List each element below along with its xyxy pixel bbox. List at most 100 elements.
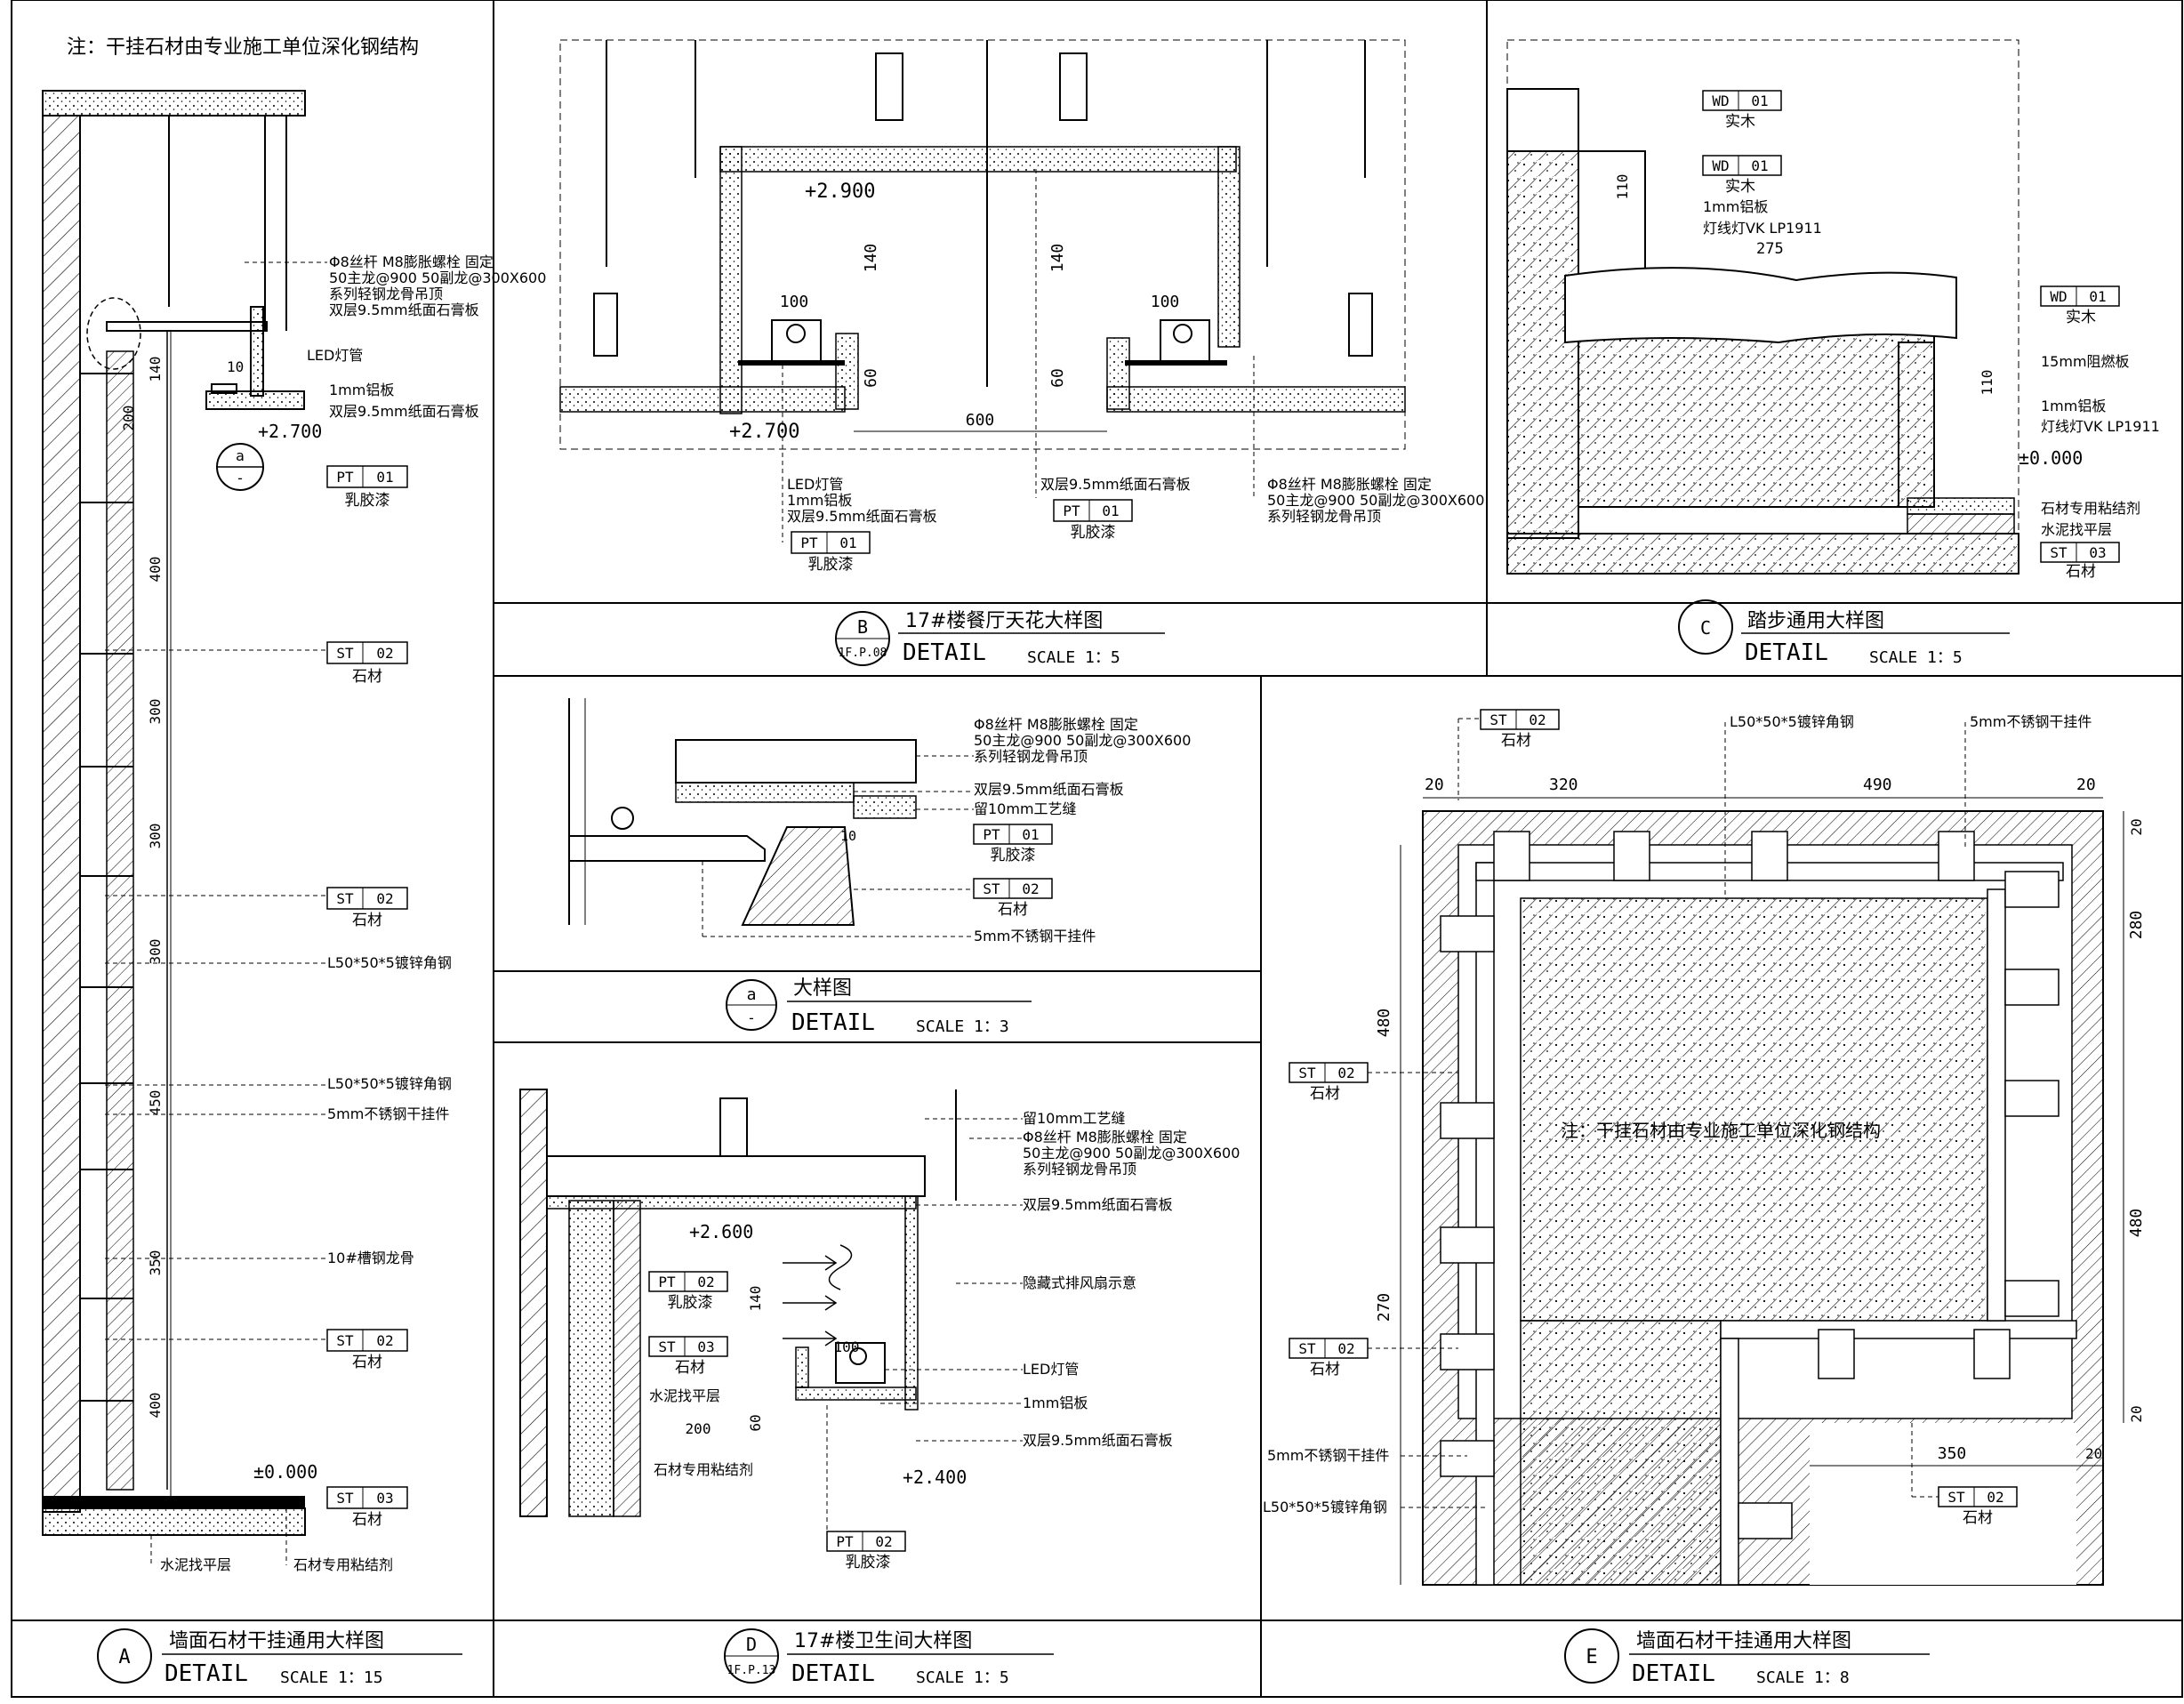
svg-text:480: 480 — [1375, 1009, 1393, 1038]
svg-text:20: 20 — [1425, 776, 1444, 794]
svg-text:400: 400 — [147, 1393, 164, 1419]
svg-text:280: 280 — [2127, 911, 2146, 940]
svg-text:17#楼餐厅天花大样图: 17#楼餐厅天花大样图 — [905, 610, 1103, 632]
svg-text:ST: ST — [983, 880, 1000, 897]
svg-text:01: 01 — [1102, 502, 1119, 519]
svg-text:石材: 石材 — [998, 901, 1028, 919]
svg-text:石材: 石材 — [352, 668, 382, 686]
svg-text:350: 350 — [147, 1250, 164, 1276]
svg-text:乳胶漆: 乳胶漆 — [668, 1294, 713, 1312]
svg-text:01: 01 — [2089, 288, 2106, 305]
svg-text:50主龙@900 50副龙@300X600: 50主龙@900 50副龙@300X600 — [329, 269, 546, 286]
svg-text:ST: ST — [336, 645, 354, 662]
svg-text:01: 01 — [1751, 157, 1768, 174]
svg-text:B: B — [857, 616, 868, 638]
panel-d-drawing: +2.600 +2.400 留10mm工艺缝 Φ8丝杆 M8膨胀螺栓 固定 50… — [519, 1089, 1240, 1571]
svg-text:SCALE 1：5: SCALE 1：5 — [916, 1668, 1009, 1687]
panel-d-tag-pt2: PT 02 乳胶漆 — [826, 1531, 906, 1571]
svg-text:DETAIL: DETAIL — [903, 639, 986, 666]
svg-text:400: 400 — [147, 557, 164, 583]
svg-text:SCALE 1：5: SCALE 1：5 — [1869, 648, 1963, 667]
svg-text:-: - — [747, 1009, 756, 1026]
svg-text:140: 140 — [747, 1286, 764, 1312]
svg-text:DETAIL: DETAIL — [1632, 1660, 1715, 1687]
svg-text:ST: ST — [1489, 711, 1507, 728]
panel-a-title: A 墙面石材干挂通用大样图 DETAIL SCALE 1：15 — [97, 1628, 462, 1687]
svg-text:双层9.5mm纸面石膏板: 双层9.5mm纸面石膏板 — [329, 301, 479, 318]
panel-a2-drawing: Φ8丝杆 M8膨胀螺栓 固定 50主龙@900 50副龙@300X600 系列轻… — [568, 698, 1191, 944]
svg-text:01: 01 — [1751, 92, 1768, 109]
svg-text:乳胶漆: 乳胶漆 — [846, 1554, 891, 1571]
svg-text:踏步通用大样图: 踏步通用大样图 — [1747, 610, 1884, 632]
svg-text:01: 01 — [376, 469, 393, 486]
svg-text:留10mm工艺缝: 留10mm工艺缝 — [1023, 1110, 1126, 1127]
svg-text:石材: 石材 — [1310, 1361, 1340, 1378]
svg-text:双层9.5mm纸面石膏板: 双层9.5mm纸面石膏板 — [1040, 476, 1191, 493]
svg-text:ST: ST — [658, 1338, 676, 1355]
svg-text:5mm不锈钢干挂件: 5mm不锈钢干挂件 — [974, 928, 1096, 944]
panel-e-tag-st1: ST 02 石材 — [1480, 709, 1560, 750]
svg-text:10#槽钢龙骨: 10#槽钢龙骨 — [327, 1250, 414, 1266]
svg-text:02: 02 — [875, 1533, 892, 1550]
panel-a-tag-st02: ST 02 石材 — [326, 641, 408, 686]
svg-text:石材: 石材 — [675, 1359, 705, 1377]
svg-text:ST: ST — [1947, 1489, 1965, 1506]
svg-text:02: 02 — [376, 645, 393, 662]
svg-text:大样图: 大样图 — [793, 977, 852, 1000]
panel-d-tag-pt: PT 02 乳胶漆 — [648, 1271, 728, 1312]
svg-text:石材: 石材 — [352, 1354, 382, 1371]
svg-text:灯线灯VK LP1911: 灯线灯VK LP1911 — [1703, 220, 1822, 237]
svg-text:20: 20 — [2128, 818, 2145, 835]
svg-text:03: 03 — [376, 1490, 393, 1507]
svg-text:PT: PT — [836, 1533, 854, 1550]
svg-text:墙面石材干挂通用大样图: 墙面石材干挂通用大样图 — [1636, 1630, 1851, 1652]
svg-text:02: 02 — [376, 1332, 393, 1349]
svg-text:10: 10 — [227, 358, 244, 375]
svg-text:01: 01 — [839, 535, 856, 551]
svg-text:DETAIL: DETAIL — [1745, 639, 1828, 666]
svg-text:系列轻钢龙骨吊顶: 系列轻钢龙骨吊顶 — [1023, 1161, 1136, 1178]
svg-text:20: 20 — [2085, 1445, 2102, 1462]
panel-grid — [11, 0, 2183, 1698]
svg-text:E: E — [1586, 1646, 1597, 1668]
svg-text:300: 300 — [147, 824, 164, 849]
svg-text:Φ8丝杆 M8膨胀螺栓 固定: Φ8丝杆 M8膨胀螺栓 固定 — [974, 716, 1138, 733]
svg-text:Φ8丝杆 M8膨胀螺栓 固定: Φ8丝杆 M8膨胀螺栓 固定 — [1023, 1129, 1187, 1145]
svg-text:1F.P.08: 1F.P.08 — [839, 647, 887, 660]
svg-text:DETAIL: DETAIL — [791, 1009, 875, 1036]
panel-c-tag-st03: ST 03 石材 — [2040, 542, 2120, 581]
panel-e-title: E 墙面石材干挂通用大样图 DETAIL SCALE 1：8 — [1564, 1628, 1930, 1687]
svg-text:60: 60 — [1048, 368, 1067, 388]
svg-text:140: 140 — [147, 357, 164, 382]
svg-text:L50*50*5镀锌角钢: L50*50*5镀锌角钢 — [1730, 713, 1854, 730]
svg-text:WD: WD — [1712, 157, 1729, 174]
svg-text:1mm铝板: 1mm铝板 — [1023, 1395, 1088, 1411]
svg-text:L50*50*5镀锌角钢: L50*50*5镀锌角钢 — [1263, 1499, 1387, 1515]
svg-text:100: 100 — [834, 1338, 860, 1355]
svg-text:110: 110 — [1614, 174, 1631, 200]
svg-text:02: 02 — [1022, 880, 1039, 897]
svg-text:SCALE 1：15: SCALE 1：15 — [280, 1668, 383, 1687]
svg-text:双层9.5mm纸面石膏板: 双层9.5mm纸面石膏板 — [787, 508, 937, 525]
svg-text:ST: ST — [336, 1490, 354, 1507]
svg-text:20: 20 — [2076, 776, 2096, 794]
svg-text:石材专用粘结剂: 石材专用粘结剂 — [654, 1461, 753, 1478]
svg-text:+2.700: +2.700 — [258, 421, 322, 442]
svg-text:石材专用粘结剂: 石材专用粘结剂 — [293, 1556, 393, 1573]
svg-text:20: 20 — [2128, 1405, 2145, 1422]
svg-text:10: 10 — [840, 828, 856, 844]
svg-text:A: A — [118, 1646, 130, 1668]
svg-text:+2.600: +2.600 — [689, 1221, 753, 1242]
svg-text:02: 02 — [1529, 711, 1546, 728]
svg-text:系列轻钢龙骨吊顶: 系列轻钢龙骨吊顶 — [1267, 508, 1381, 525]
svg-text:270: 270 — [1375, 1293, 1393, 1322]
svg-text:5mm不锈钢干挂件: 5mm不锈钢干挂件 — [1267, 1447, 1389, 1464]
svg-text:140: 140 — [1048, 244, 1067, 273]
svg-text:乳胶漆: 乳胶漆 — [345, 492, 390, 510]
svg-text:石材: 石材 — [1963, 1509, 1993, 1527]
svg-text:L50*50*5镀锌角钢: L50*50*5镀锌角钢 — [327, 954, 452, 971]
panel-a-drawing: 注：干挂石材由专业施工单位深化钢结构 a - — [42, 36, 546, 1573]
panel-a-circle-bottom: - — [237, 470, 243, 486]
svg-text:1mm铝板: 1mm铝板 — [329, 382, 394, 398]
svg-text:03: 03 — [697, 1338, 714, 1355]
